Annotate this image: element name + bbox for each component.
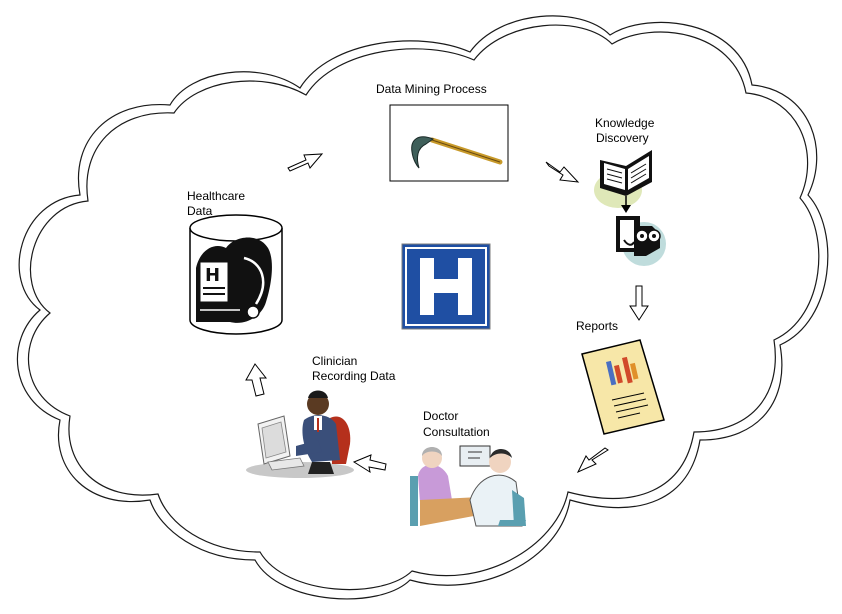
svg-text:H: H <box>205 265 220 286</box>
flow-arrow-icon <box>245 153 649 474</box>
stethoscope-icon: H <box>196 237 272 323</box>
data-mining-label: Data Mining Process <box>376 82 487 96</box>
clinician-label-line1: Clinician <box>312 354 358 368</box>
cloud-outline <box>16 15 829 600</box>
clinician-label-line2: Recording Data <box>312 369 396 383</box>
healthcare-label-line1: Healthcare <box>187 189 246 203</box>
healthcare-label-line2: Data <box>187 204 213 218</box>
knowledge-label-line2: Discovery <box>596 131 649 145</box>
thinking-person-icon <box>616 216 666 266</box>
database-cylinder-icon: H <box>189 214 283 335</box>
clinician-at-computer-icon <box>246 390 354 478</box>
hospital-h-sign-icon <box>401 243 491 330</box>
reports-label: Reports <box>576 319 619 333</box>
data-mining-box <box>389 104 509 182</box>
doctor-label-line2: Consultation <box>423 425 490 439</box>
doctor-label-line1: Doctor <box>423 409 459 423</box>
open-book-icon <box>594 150 652 213</box>
doctor-consultation-icon <box>410 445 526 527</box>
scythe-icon <box>411 136 503 169</box>
report-chart-icon <box>581 339 665 435</box>
knowledge-label-line1: Knowledge <box>595 116 655 130</box>
